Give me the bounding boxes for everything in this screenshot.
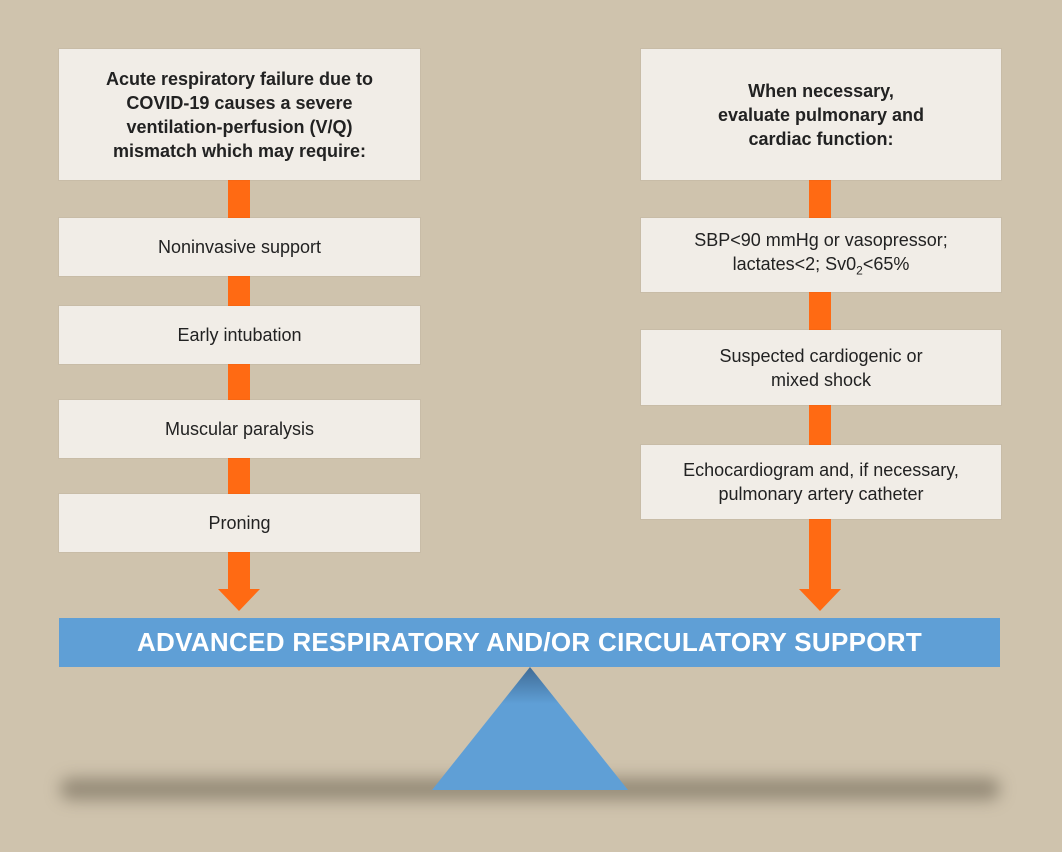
right-step1-line-1: SBP<90 mmHg or vasopressor; xyxy=(694,229,948,250)
advanced-support-bar: ADVANCED RESPIRATORY AND/OR CIRCULATORY … xyxy=(59,618,1000,667)
right-step-sbp-criteria: SBP<90 mmHg or vasopressor; lactates<2; … xyxy=(641,218,1001,292)
left-arrowhead xyxy=(218,589,260,611)
left-step-label-2: Early intubation xyxy=(177,325,302,345)
left-step-label-1: Noninvasive support xyxy=(157,237,322,257)
left-header-line-4: mismatch which may require: xyxy=(112,140,367,161)
left-step-muscular-paralysis: Muscular paralysis xyxy=(59,400,420,458)
right-arrow-stem xyxy=(809,519,831,590)
right-step1-line-2: lactates<2; Sv02<65% xyxy=(694,252,948,283)
right-header-line-1: When necessary, xyxy=(748,80,894,101)
right-step-echocardiogram: Echocardiogram and, if necessary, pulmon… xyxy=(641,445,1001,519)
right-step3-line-2: pulmonary artery catheter xyxy=(718,484,924,504)
right-connector-2 xyxy=(809,292,831,330)
right-step2-line-1: Suspected cardiogenic or xyxy=(719,345,923,366)
left-step-early-intubation: Early intubation xyxy=(59,306,420,364)
fulcrum-shape xyxy=(432,667,628,790)
left-arrow-stem xyxy=(228,552,250,590)
left-header-line-3: ventilation-perfusion (V/Q) xyxy=(126,116,353,137)
right-header-line-3: cardiac function: xyxy=(748,128,894,149)
left-connector-4 xyxy=(228,458,250,494)
right-step-suspected-shock: Suspected cardiogenic or mixed shock xyxy=(641,330,1001,405)
right-header-line-2: evaluate pulmonary and xyxy=(717,104,925,125)
left-step-label-4: Proning xyxy=(208,513,271,533)
left-header-line-1: Acute respiratory failure due to xyxy=(105,68,374,89)
left-connector-2 xyxy=(228,276,250,306)
right-header-box: When necessary, evaluate pulmonary and c… xyxy=(641,49,1001,180)
left-header-line-2: COVID-19 causes a severe xyxy=(126,92,353,113)
right-step1-line-2b: <65% xyxy=(862,253,910,274)
right-step1-line-2a: lactates<2; Sv0 xyxy=(732,253,857,274)
left-connector-3 xyxy=(228,364,250,400)
fulcrum-triangle-icon xyxy=(432,667,628,790)
right-step3-line-1: Echocardiogram and, if necessary, xyxy=(683,460,959,480)
left-header-box: Acute respiratory failure due to COVID-1… xyxy=(59,49,420,180)
right-connector-1 xyxy=(809,180,831,218)
left-connector-1 xyxy=(228,180,250,218)
right-connector-3 xyxy=(809,405,831,445)
right-step1-subscript: 2 xyxy=(856,263,863,278)
left-step-noninvasive-support: Noninvasive support xyxy=(59,218,420,276)
left-step-label-3: Muscular paralysis xyxy=(164,419,315,439)
right-step2-line-2: mixed shock xyxy=(770,369,872,390)
right-arrowhead xyxy=(799,589,841,611)
advanced-support-label: ADVANCED RESPIRATORY AND/OR CIRCULATORY … xyxy=(136,627,923,657)
left-step-proning: Proning xyxy=(59,494,420,552)
